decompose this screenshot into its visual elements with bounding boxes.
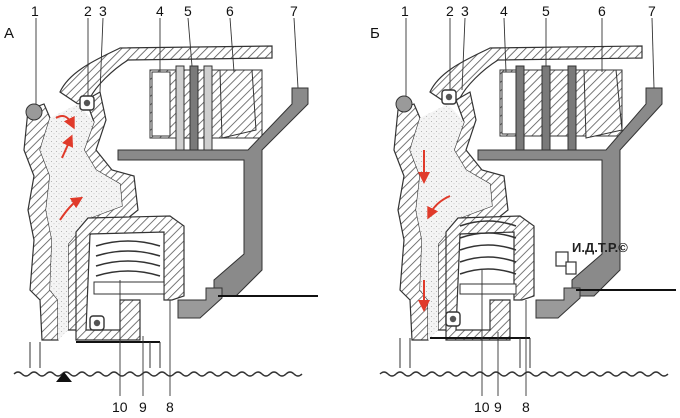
pressure-plate — [501, 71, 517, 135]
step-block — [177, 287, 223, 319]
fluid-chamber — [410, 104, 492, 340]
panel-label: А — [4, 25, 14, 42]
return-spring — [95, 240, 161, 277]
leader-lines — [405, 17, 655, 396]
leader-lines — [35, 17, 299, 396]
callout-label: 2 — [84, 3, 92, 19]
inlet-arrow — [56, 372, 72, 382]
panel-label: Б — [370, 25, 380, 42]
belleville-spring — [219, 69, 257, 139]
flow-arrows — [418, 150, 451, 312]
callout-label: 6 — [226, 3, 234, 19]
spring-plate — [93, 281, 165, 295]
callout-label: 9 — [139, 399, 147, 415]
clutch-disc — [203, 65, 213, 155]
callout-label: 3 — [461, 3, 469, 19]
base-ticks — [399, 338, 531, 368]
callout-label: 9 — [494, 399, 502, 415]
callout-label: 7 — [648, 3, 656, 19]
belleville-spring — [583, 69, 623, 139]
small-fitting — [555, 251, 569, 267]
drum — [477, 87, 663, 297]
seal-ring-inner — [83, 99, 91, 107]
check-ball — [395, 95, 413, 113]
callout-label: 4 — [500, 3, 508, 19]
callout-label: 1 — [401, 3, 409, 19]
seal-ring-inner — [449, 315, 457, 323]
ground-wave — [13, 371, 303, 377]
drum — [117, 87, 309, 297]
pressure-plate — [151, 71, 171, 137]
watermark: И.Д.Т.Р.© — [572, 240, 628, 255]
callout-label: 10 — [112, 399, 128, 415]
spring-retainer — [75, 215, 185, 341]
flow-arrows — [55, 115, 84, 221]
panel-b: Б — [370, 3, 676, 415]
seal-ring-inner — [445, 93, 453, 101]
clutch-disc — [567, 65, 577, 155]
callout-label: 10 — [474, 399, 490, 415]
callout-label: 5 — [184, 3, 192, 19]
return-spring — [459, 220, 517, 275]
panel-a: А — [4, 3, 318, 415]
clutch-disc — [189, 65, 199, 155]
small-fitting — [565, 261, 577, 275]
housing — [59, 45, 273, 105]
callout-label: 1 — [31, 3, 39, 19]
step-block — [535, 287, 581, 319]
housing — [429, 45, 643, 105]
callout-label: 6 — [598, 3, 606, 19]
clutch-disc — [515, 65, 525, 155]
clutch-disc — [175, 65, 185, 155]
fluid-chamber — [40, 104, 122, 340]
clutch-disc — [541, 65, 551, 155]
ground-wave — [379, 371, 669, 377]
callout-label: 4 — [156, 3, 164, 19]
check-ball — [25, 103, 43, 121]
base-ticks — [29, 342, 161, 368]
seal-ring-inner — [93, 319, 101, 327]
callout-label: 8 — [522, 399, 530, 415]
callout-label: 7 — [290, 3, 298, 19]
spring-plate — [459, 283, 517, 295]
callout-label: 8 — [166, 399, 174, 415]
callout-label: 2 — [446, 3, 454, 19]
callout-label: 3 — [99, 3, 107, 19]
callout-label: 5 — [542, 3, 550, 19]
